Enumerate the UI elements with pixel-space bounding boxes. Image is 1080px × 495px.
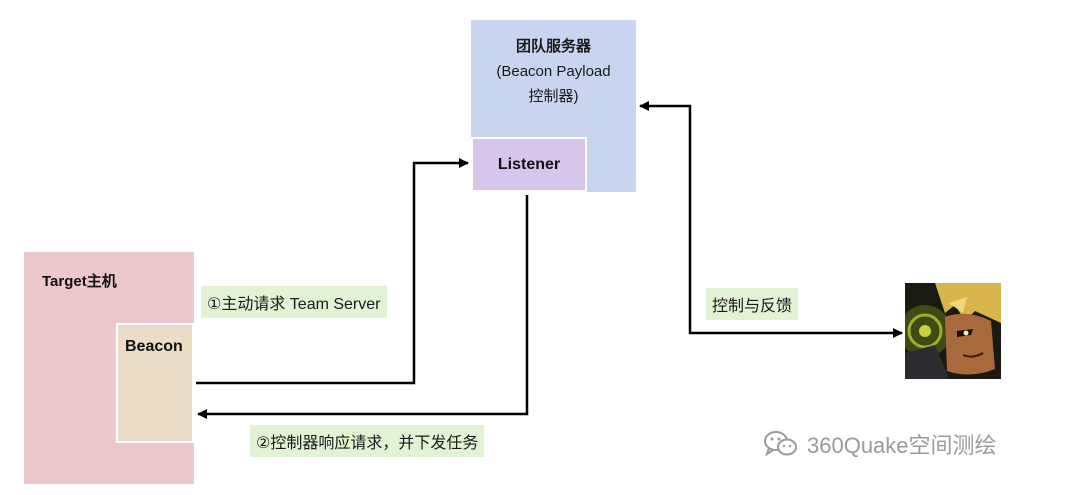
target-host-title: Target主机 — [42, 273, 117, 290]
team-server-subtitle-line2: 控制器) — [528, 88, 579, 105]
control-feedback-label: 控制与反馈 — [706, 288, 799, 320]
beacon-label: Beacon — [125, 338, 183, 355]
watermark: 360Quake空间测绘 — [763, 428, 997, 460]
listener-box: Listener — [471, 137, 587, 192]
response-label: ②控制器响应请求，并下发任务 — [250, 425, 485, 457]
beacon-box — [116, 323, 194, 443]
team-server-title-block: 团队服务器 (Beacon Payload 控制器) — [471, 34, 636, 109]
request-label: ①主动请求 Team Server — [201, 286, 387, 318]
response-arrow — [197, 195, 529, 419]
control-feedback-arrow — [639, 101, 903, 338]
request-arrow — [196, 158, 469, 385]
team-server-title: 团队服务器 — [515, 38, 591, 55]
operator-avatar — [905, 283, 1001, 379]
team-server-subtitle-line1: (Beacon Payload — [496, 63, 611, 80]
wechat-icon — [764, 431, 797, 457]
watermark-text: 360Quake空间测绘 — [807, 433, 997, 458]
